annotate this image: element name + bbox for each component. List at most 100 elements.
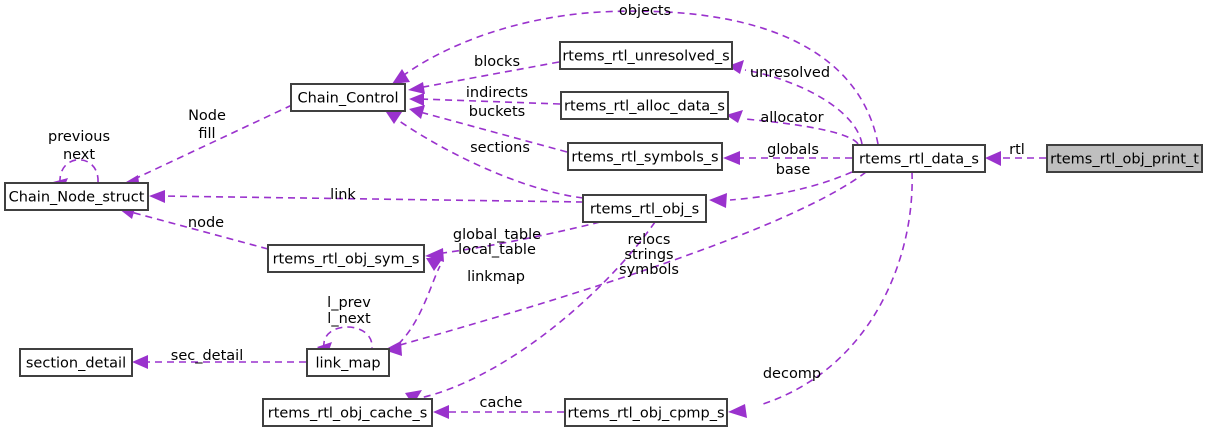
edge-data-s-to-link-map: [384, 171, 867, 356]
edge-link-map-to-obj-sym-s: [388, 258, 443, 353]
node-label: rtems_rtl_data_s: [859, 152, 979, 168]
edge-obj-print-t-to-data-s: [985, 151, 1046, 166]
edge-data-s-to-unresolved-s: [728, 60, 863, 145]
arrowhead: [433, 405, 449, 419]
edge-label-sec-detail: sec_detail: [171, 348, 243, 364]
node-label: rtems_rtl_obj_s: [590, 202, 699, 218]
node-label: rtems_rtl_obj_cache_s: [268, 406, 428, 422]
edge-obj-s-to-chain-control-sections: [386, 112, 584, 199]
arrowhead: [132, 355, 148, 369]
edge-data-s-to-obj-cpmp-s: [728, 171, 913, 418]
arrowhead: [384, 341, 402, 356]
edge-alloc-data-s-to-chain-control-indirects: [409, 93, 561, 106]
node-label: rtems_rtl_obj_cpmp_s: [567, 406, 724, 422]
edges-layer: [53, 10, 1046, 419]
arrowhead: [386, 112, 402, 124]
edge-label-rtl: rtl: [1009, 142, 1025, 158]
edge-line: [388, 265, 441, 353]
node-box[interactable]: [262, 398, 433, 427]
node-rtems-rtl-symbols-s[interactable]: rtems_rtl_symbols_s: [567, 142, 723, 171]
node-label: rtems_rtl_symbols_s: [571, 150, 718, 166]
edge-label-sections: sections: [470, 140, 530, 156]
node-chain-node-struct[interactable]: Chain_Node_struct: [4, 182, 149, 211]
arrowhead: [728, 60, 744, 74]
node-box[interactable]: [267, 244, 425, 273]
edge-label-objects: objects: [619, 3, 671, 19]
node-rtems-rtl-obj-sym-s[interactable]: rtems_rtl_obj_sym_s: [267, 244, 425, 273]
edge-label-unresolved: unresolved: [750, 65, 830, 81]
edge-label-strings: strings: [624, 247, 673, 263]
node-rtems-rtl-obj-cpmp-s[interactable]: rtems_rtl_obj_cpmp_s: [564, 398, 728, 427]
node-box[interactable]: [564, 398, 728, 427]
node-rtems-rtl-obj-print-t[interactable]: rtems_rtl_obj_print_t: [1046, 144, 1203, 173]
node-label: Chain_Node_struct: [9, 190, 145, 206]
edge-label-decomp: decomp: [763, 366, 821, 382]
edge-obj-s-to-chain-node: [149, 190, 584, 203]
node-label: section_detail: [26, 356, 126, 372]
edge-label-local-table: local_table: [458, 242, 536, 258]
edge-label-previous: previous: [48, 129, 110, 145]
arrowhead: [392, 69, 410, 84]
arrowhead: [728, 404, 747, 418]
edge-label-blocks: blocks: [474, 54, 520, 70]
edge-line: [399, 10, 879, 145]
edge-obj-s-to-obj-cache-s: [405, 221, 656, 405]
edge-label-node-fill-1: Node: [188, 108, 226, 124]
edge-line: [159, 195, 584, 203]
node-box[interactable]: [567, 142, 723, 171]
node-box[interactable]: [19, 348, 133, 377]
edge-label-link: link: [330, 187, 356, 203]
node-rtems-rtl-unresolved-s[interactable]: rtems_rtl_unresolved_s: [559, 41, 733, 70]
node-rtems-rtl-obj-cache-s[interactable]: rtems_rtl_obj_cache_s: [262, 398, 433, 427]
node-box[interactable]: [559, 41, 733, 70]
edge-line: [744, 69, 863, 145]
node-box[interactable]: [852, 144, 986, 173]
node-label: rtems_rtl_obj_sym_s: [273, 252, 420, 268]
node-label: Chain_Control: [297, 91, 398, 107]
edge-line: [399, 171, 867, 346]
edge-label-base: base: [776, 162, 811, 178]
node-box[interactable]: [306, 348, 390, 377]
edge-line: [744, 118, 859, 145]
node-label: rtems_rtl_obj_print_t: [1050, 152, 1199, 168]
arrowhead: [409, 93, 424, 106]
node-box[interactable]: [1046, 144, 1203, 173]
node-link-map[interactable]: link_map: [306, 348, 390, 377]
node-label: rtems_rtl_alloc_data_s: [564, 99, 725, 115]
node-label: link_map: [315, 356, 380, 372]
arrowhead: [408, 82, 425, 94]
node-box[interactable]: [290, 83, 406, 112]
node-chain-control[interactable]: Chain_Control: [290, 83, 406, 112]
arrowhead: [409, 105, 425, 119]
edge-line: [126, 210, 269, 250]
node-rtems-rtl-alloc-data-s[interactable]: rtems_rtl_alloc_data_s: [560, 91, 729, 120]
arrowhead: [426, 258, 443, 271]
node-section-detail[interactable]: section_detail: [19, 348, 133, 377]
edge-unresolved-s-to-chain-control-blocks: [408, 61, 560, 94]
edge-line: [394, 117, 584, 199]
arrowhead: [709, 193, 727, 208]
edge-label-cache: cache: [480, 395, 523, 411]
node-box[interactable]: [582, 194, 707, 223]
node-box[interactable]: [4, 182, 149, 211]
nodes-layer: Chain_Node_struct Chain_Control rtems_rt…: [4, 41, 1203, 427]
edge-label-global-table: global_table: [453, 227, 541, 243]
node-label: rtems_rtl_unresolved_s: [562, 49, 729, 65]
edge-label-node-fill-2: fill: [198, 126, 215, 142]
edge-label-node: node: [188, 215, 224, 231]
edge-label-globals: globals: [767, 142, 819, 158]
node-rtems-rtl-obj-s[interactable]: rtems_rtl_obj_s: [582, 194, 707, 223]
node-box[interactable]: [560, 91, 729, 120]
edge-label-l-next: l_next: [327, 311, 371, 327]
edge-line: [442, 221, 601, 254]
edge-line: [323, 326, 373, 349]
edge-label-relocs: relocs: [628, 232, 671, 248]
arrowhead: [405, 390, 422, 405]
arrowhead: [723, 151, 740, 165]
edge-label-allocator: allocator: [760, 110, 823, 126]
edge-label-indirects: indirects: [466, 85, 528, 101]
node-rtems-rtl-data-s[interactable]: rtems_rtl_data_s: [852, 144, 986, 173]
edge-data-s-to-alloc-data-s: [726, 110, 859, 145]
